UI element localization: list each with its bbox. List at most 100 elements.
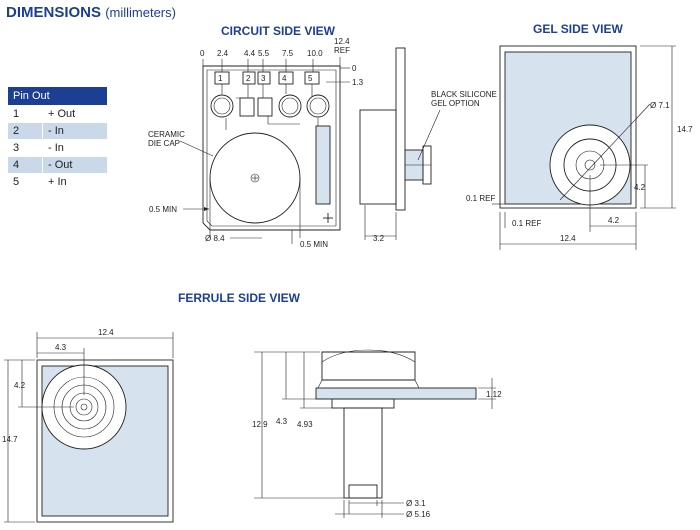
ferrule-side-view: 12.9 4.3 4.93 1.12 Ø 3.1 Ø 5.16 (252, 349, 502, 519)
package-body (359, 109, 397, 205)
ferrule-outer-label: Ø 5.16 (406, 510, 431, 519)
dim-ref: REF (334, 46, 350, 55)
pin-number: 5 (8, 173, 43, 190)
ferrule-front-view: 12.4 4.3 4.2 14.7 (2, 328, 174, 523)
circuit-traces-lower (225, 116, 319, 130)
ferrule-view-title: FERRULE SIDE VIEW (178, 291, 301, 305)
bond-pad-4-inner (281, 97, 299, 115)
ferrule-base (331, 398, 395, 409)
pin-function: - In (42, 139, 107, 157)
dim-x-4-4: 4.4 (244, 49, 256, 58)
pin-label-5: 5 (308, 74, 313, 83)
ferrule-center-x-label: 4.3 (55, 343, 67, 352)
table-row: 1+ Out (8, 105, 107, 123)
pin-number: 2 (8, 122, 43, 140)
gel-outline (499, 45, 637, 209)
table-row: 2- In (8, 122, 107, 140)
ferrule-center-y-label: 4.2 (14, 381, 26, 390)
ferrule-flange-label: 1.12 (486, 390, 502, 399)
dim-x-12-4: 12.4 (334, 37, 350, 46)
pin-label-4: 4 (282, 74, 287, 83)
ferrule-overall-label: 12.9 (252, 420, 268, 429)
thickness-label: 3.2 (373, 234, 385, 243)
circuit-side-view: 0 2.4 4.4 5.5 7.5 10.0 12.4 REF 0 1.3 1 … (148, 37, 364, 249)
ferrule-width-label: 12.4 (98, 328, 114, 337)
ferrule-flange (315, 387, 477, 400)
bond-pad-5-inner (309, 97, 327, 115)
dim-x-0: 0 (200, 49, 205, 58)
title-text: DIMENSIONS (6, 4, 102, 21)
gel-leader (417, 109, 441, 161)
bond-pad-2 (239, 97, 255, 117)
min-left-label: 0.5 MIN (149, 205, 177, 214)
ferrule-dome (321, 349, 416, 363)
circuit-view-title: CIRCUIT SIDE VIEW (221, 24, 336, 38)
ferrule-ring-5 (75, 398, 93, 416)
diameter-leader (559, 103, 651, 201)
ferrule-body (321, 351, 416, 381)
cap-diameter-label: Ø 8.4 (205, 234, 225, 243)
pin-pad-3 (257, 71, 271, 85)
gel-port-center (584, 159, 596, 171)
gel-center-y-label: 4.2 (634, 183, 646, 192)
gel-height-label: 14.7 (677, 125, 693, 134)
ferrule-tip (348, 484, 378, 499)
min-bottom-label: 0.5 MIN (300, 240, 328, 249)
gel-label-2: GEL OPTION (431, 99, 480, 108)
gel-side-view: Ø 7.1 14.7 4.2 4.2 0.1 REF 0.1 REF 12.4 (466, 45, 693, 250)
package-board (395, 47, 406, 211)
ferrule-mid-label: 4.3 (276, 417, 288, 426)
dim-y-0: 0 (352, 64, 357, 73)
gel-label-1: BLACK SILICONE (431, 90, 497, 99)
gel-center-x-label: 4.2 (608, 216, 620, 225)
bond-pad-3 (257, 97, 273, 117)
bond-pad-1-inner (213, 97, 231, 115)
ferrule-upper-label: 4.93 (297, 420, 313, 429)
bond-pad-1 (210, 94, 234, 118)
ferrule-tube (343, 407, 383, 499)
arrow (204, 207, 209, 211)
circuit-board-inner (206, 69, 337, 227)
pin-function: - In (42, 122, 107, 140)
gel-view-title: GEL SIDE VIEW (533, 22, 623, 36)
gel-diameter-label: Ø 7.1 (650, 101, 670, 110)
pin-table-header: Pin Out (8, 87, 107, 106)
pin-label-3: 3 (261, 74, 266, 83)
title-units: (millimeters) (105, 5, 176, 20)
pin-function: + In (42, 173, 107, 190)
gel-ref-y-label: 0.1 REF (466, 194, 495, 203)
dim-x-5-5: 5.5 (258, 49, 270, 58)
dim-y-1-3: 1.3 (352, 78, 364, 87)
ceramic-leader (179, 140, 214, 157)
gel-width-label: 12.4 (560, 234, 576, 243)
dim-x-2-4: 2.4 (217, 49, 229, 58)
pin-label-2: 2 (246, 74, 251, 83)
pin-function: - Out (42, 156, 107, 174)
circuit-board-outline (202, 65, 341, 231)
ferrule-outline (36, 359, 174, 523)
ferrule-shoulder (317, 379, 420, 389)
ferrule-center (80, 403, 88, 411)
page-title: DIMENSIONS (millimeters) (6, 4, 176, 21)
dim-x-10-0: 10.0 (307, 49, 323, 58)
table-row: 3- In (8, 139, 107, 157)
ceramic-label-1: CERAMIC (148, 130, 185, 139)
profile-view: BLACK SILICONE GEL OPTION 3.2 (359, 47, 497, 243)
pin-pad-2 (242, 71, 256, 85)
ferrule-bore-label: Ø 3.1 (406, 499, 426, 508)
ceramic-label-2: DIE CAP (148, 139, 180, 148)
pin-number: 3 (8, 139, 43, 157)
cap-center (250, 173, 260, 183)
pin-function: + Out (42, 105, 107, 123)
pin-label-1: 1 (218, 74, 223, 83)
pin-number: 4 (8, 156, 43, 174)
table-row: 5+ In (8, 173, 107, 190)
pin-out-table: Pin Out 1+ Out 2- In 3- In 4- Out 5+ In (8, 87, 107, 190)
pin-number: 1 (8, 105, 43, 123)
ferrule-height-label: 14.7 (2, 435, 18, 444)
gel-ref-x-label: 0.1 REF (512, 219, 541, 228)
dim-x-7-5: 7.5 (282, 49, 294, 58)
resistor-strip (315, 125, 331, 205)
table-row: 4- Out (8, 156, 107, 174)
